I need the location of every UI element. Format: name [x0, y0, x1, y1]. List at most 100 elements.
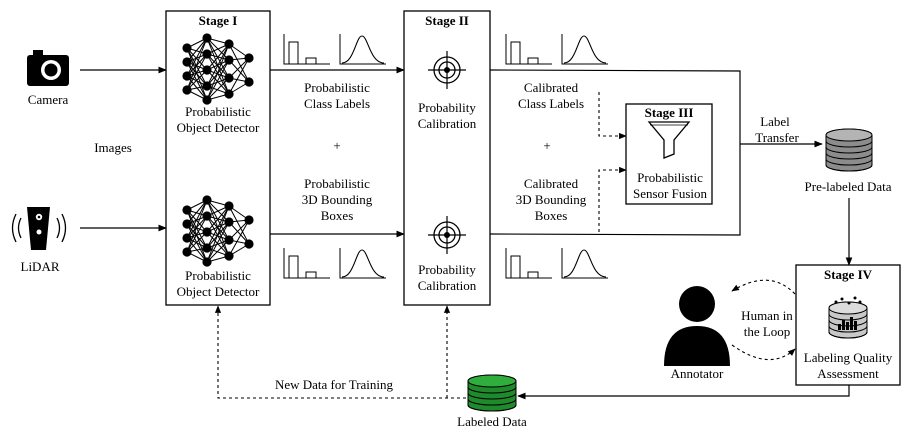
detector-top-line2: Object Detector: [176, 120, 260, 135]
prob-class-line1: Probabilistic: [304, 80, 370, 95]
transfer-line2: Transfer: [755, 130, 799, 145]
target-icon: [428, 216, 466, 254]
neuron: [182, 85, 192, 95]
calibrated-class-line1: Calibrated: [523, 80, 579, 95]
stage2-box: [403, 10, 491, 306]
neuron: [224, 55, 234, 65]
prob-class-line2: Class Labels: [303, 96, 371, 111]
stage2-bottom-to-transfer-line: [489, 144, 741, 236]
bar: [527, 271, 539, 279]
annotator-label: Annotator: [670, 366, 724, 381]
bar: [305, 57, 317, 65]
calib-top-line1: Probability: [418, 100, 476, 115]
calibrated-box-line2: 3D Bounding: [515, 192, 587, 207]
calibrated-box-line3: Boxes: [534, 208, 568, 223]
neuron: [182, 233, 192, 243]
neuron: [202, 243, 212, 253]
camera-label: Camera: [27, 92, 69, 107]
detector-bottom-line1: Probabilistic: [185, 268, 251, 283]
quality-line1: Labeling Quality: [803, 350, 893, 365]
class-distribution-icon: [505, 34, 608, 65]
neuron: [244, 53, 254, 63]
neuron: [244, 239, 254, 249]
prelabeled-label: Pre-labeled Data: [804, 179, 892, 194]
feedback-label: New Data for Training: [274, 377, 394, 392]
fusion-line2: Sensor Fusion: [632, 186, 708, 201]
plus-12: +: [333, 138, 341, 153]
neuron: [202, 95, 212, 105]
density-curve: [341, 35, 385, 64]
loop-arc-top-arrow: [731, 279, 796, 295]
neuron: [224, 251, 234, 261]
bar: [288, 255, 299, 279]
stage2-title: Stage II: [425, 13, 469, 28]
bar: [510, 41, 521, 65]
stage1-box: [165, 10, 271, 306]
stage1-title: Stage I: [198, 13, 238, 28]
fusion-line1: Probabilistic: [637, 170, 703, 185]
plus-23: +: [543, 138, 551, 153]
human-loop-line2: the Loop: [743, 324, 791, 339]
calib-bottom-line1: Probability: [418, 262, 476, 277]
neuron: [182, 205, 192, 215]
stage4-title: Stage IV: [823, 267, 873, 282]
annotator-icon: [664, 286, 730, 366]
density-curve: [563, 35, 607, 64]
neuron: [202, 257, 212, 267]
labeled-label: Labeled Data: [457, 414, 527, 429]
stage3-box: [625, 103, 713, 205]
calib-top-line2: Calibration: [417, 116, 477, 131]
detector-bottom-line2: Object Detector: [176, 284, 260, 299]
bar: [288, 41, 299, 65]
neuron: [224, 73, 234, 83]
funnel-icon: [647, 121, 691, 159]
neuron: [202, 49, 212, 59]
density-curve: [563, 249, 607, 278]
camera-icon: [27, 50, 69, 86]
database-icon: [825, 128, 873, 172]
calib-bottom-line2: Calibration: [417, 278, 477, 293]
neuron: [224, 201, 234, 211]
stage2-top-to-transfer-line: [489, 69, 741, 144]
neuron: [202, 33, 212, 43]
target-icon: [428, 51, 466, 89]
dashed-to-stage3-bottom-arrow: [598, 166, 627, 232]
feedback-to-stage1-arrow: [214, 305, 466, 399]
prob-box-line2: 3D Bounding: [301, 192, 373, 207]
neuron: [202, 65, 212, 75]
calibrated-class-line2: Class Labels: [517, 96, 585, 111]
neuron: [202, 81, 212, 91]
neural-network-icon: [182, 195, 254, 267]
neuron: [182, 219, 192, 229]
calibrated-box-line1: Calibrated: [523, 176, 579, 191]
images-label: Images: [94, 140, 132, 155]
lidar-label: LiDAR: [20, 259, 60, 274]
neuron: [182, 71, 192, 81]
dashed-to-stage3-top-arrow: [598, 92, 627, 140]
class-distribution-icon: [283, 34, 386, 65]
bar: [527, 57, 539, 65]
database-icon: [467, 374, 517, 412]
neuron: [244, 215, 254, 225]
prob-box-line3: Boxes: [320, 208, 354, 223]
neuron: [202, 195, 212, 205]
bar: [305, 271, 317, 279]
lidar-icon: [11, 207, 67, 250]
neural-network-icon: [182, 33, 254, 105]
transfer-line1: Label: [760, 114, 790, 129]
neuron: [224, 217, 234, 227]
neuron: [224, 39, 234, 49]
neuron: [182, 247, 192, 257]
neuron: [224, 89, 234, 99]
class-distribution-icon: [283, 248, 386, 279]
quality-assessment-icon: [828, 296, 868, 339]
neuron: [202, 227, 212, 237]
stage4-to-labeled-arrow: [517, 385, 850, 400]
neuron: [182, 57, 192, 67]
neuron: [182, 43, 192, 53]
neuron: [202, 211, 212, 221]
neuron: [244, 77, 254, 87]
human-loop-line1: Human in: [741, 308, 793, 323]
